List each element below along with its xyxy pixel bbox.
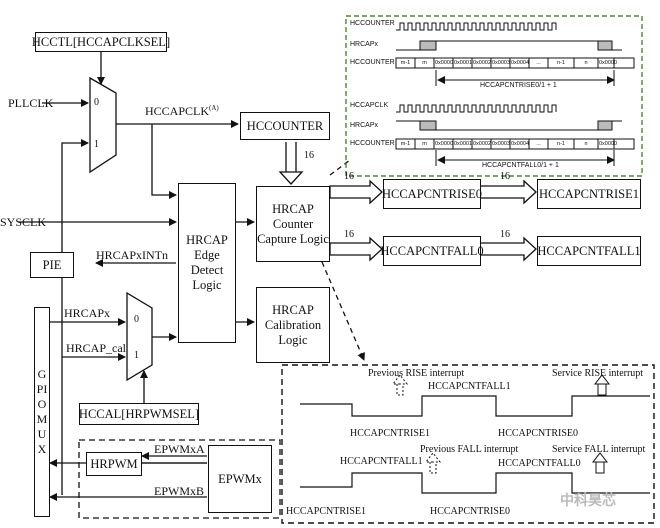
hccapclksel-register: HCCTL[HCCAPCLKSEL]	[32, 32, 170, 52]
timing-row-hrcapx-2: HRCAPx	[350, 122, 379, 129]
counter-cell: 0x0000	[435, 141, 454, 147]
hccapclk-label: HCCAPCLK(A)	[145, 104, 219, 118]
hccapcntfall0-register: HCCAPCNTFALL0	[380, 236, 484, 266]
rise0-label: HCCAPCNTRISE0	[498, 428, 579, 439]
hrcap-cal-label: HRCAP_cal	[66, 341, 126, 355]
cal-mux	[126, 291, 153, 382]
epwmxa-label: EPWMxA	[154, 442, 205, 456]
watermark: 中科昊芯	[560, 493, 616, 509]
hrcapx-label: HRCAPx	[64, 306, 111, 320]
fall1-top-label: HCCAPCNTFALL1	[428, 381, 511, 392]
bus-width-rise1: 16	[500, 171, 510, 182]
hrpwm-block: HRPWM	[86, 452, 142, 476]
hccal-register: HCCAL[HRPWMSEL]	[79, 403, 199, 425]
timing-row-counter: HCCOUNTER	[350, 59, 395, 66]
counter-cell: m	[422, 141, 427, 147]
gpiomux-block: GPIOMUX	[34, 307, 50, 517]
hccapcntrise1-register: HCCAPCNTRISE1	[537, 179, 641, 209]
edge-detect-block: HRCAP Edge Detect Logic	[178, 183, 236, 343]
counter-cell: n-1	[557, 60, 565, 66]
counter-cell: ...	[536, 141, 541, 147]
counter-cell: 0x0001	[454, 141, 473, 147]
mux-top-input-0: 0	[94, 97, 99, 108]
interrupt-signal-label: HRCAPxINTn	[96, 248, 169, 262]
timing-row-hccapclk: HCCAPCLK	[350, 102, 389, 109]
calibration-block: HRCAP Calibration Logic	[256, 287, 330, 363]
gpiomux-label: GPIOMUX	[36, 367, 48, 456]
timing-row-counter-2: HCCOUNTER	[350, 140, 395, 147]
fall0-label: HCCAPCNTFALL0	[498, 458, 581, 469]
timing-row-hrcapx: HRCAPx	[350, 41, 379, 48]
counter-cell: 0x0001	[454, 60, 473, 66]
counter-capture-block: HRCAP Counter Capture Logic	[256, 186, 330, 262]
fall1-label: HCCAPCNTFALL1	[340, 456, 423, 467]
hccapcntrise0-register: HCCAPCNTRISE0	[382, 179, 482, 209]
bus-width-fall0: 16	[344, 229, 354, 240]
counter-cell: 0x0000	[599, 141, 618, 147]
counter-cell: 0x0002	[473, 60, 492, 66]
counter-cell: ...	[536, 60, 541, 66]
previous-fall-interrupt: Previous FALL interrupt	[420, 444, 519, 455]
epwm-block: EPWMx	[208, 445, 272, 513]
counter-cell: n	[584, 60, 588, 66]
service-rise-interrupt: Service RISE interrupt	[552, 368, 644, 379]
sysclk-label: SYSCLK	[0, 215, 47, 229]
rise0-bottom-label: HCCAPCNTRISE0	[430, 506, 511, 517]
mux-bottom-input-1: 1	[134, 350, 139, 361]
previous-rise-interrupt: Previous RISE interrupt	[368, 368, 465, 379]
hccapcntfall1-register: HCCAPCNTFALL1	[537, 236, 641, 266]
counter-cell: n-1	[557, 141, 565, 147]
mux-bottom-input-0: 0	[134, 314, 139, 325]
counter-cell: 0x0003	[492, 141, 511, 147]
timing-row-hccounter: HCCOUNTER	[350, 20, 395, 27]
counter-cell: 0x0000	[435, 60, 454, 66]
bus-width-rise0: 16	[344, 171, 354, 182]
hccounter-block: HCCOUNTER	[240, 112, 330, 140]
bus-width-label: 16	[304, 150, 314, 161]
counter-cell: n	[584, 141, 588, 147]
bus-width-fall1: 16	[500, 229, 510, 240]
counter-cell: 0x0004	[511, 141, 530, 147]
epwmxb-label: EPWMxB	[154, 484, 205, 498]
pllclk-label: PLLCLK	[8, 96, 54, 110]
rise1-bottom-label: HCCAPCNTRISE1	[286, 506, 367, 517]
counter-cell: m	[422, 60, 427, 66]
rise1-label: HCCAPCNTRISE1	[350, 428, 431, 439]
counter-cell: m-1	[400, 60, 411, 66]
service-fall-interrupt: Service FALL interrupt	[552, 444, 646, 455]
mux-top-input-1: 1	[94, 139, 99, 150]
counter-cell: m-1	[400, 141, 411, 147]
counter-cell: 0x0002	[473, 141, 492, 147]
clock-mux	[89, 76, 117, 174]
counter-cell: 0x0004	[511, 60, 530, 66]
counter-cell: 0x0003	[492, 60, 511, 66]
fall-span-label: HCCAPCNTFALL0/1 + 1	[482, 162, 559, 169]
pie-block: PIE	[30, 252, 74, 278]
counter-cell: 0x0000	[599, 60, 618, 66]
rise-span-label: HCCAPCNTRISE0/1 + 1	[480, 82, 557, 89]
